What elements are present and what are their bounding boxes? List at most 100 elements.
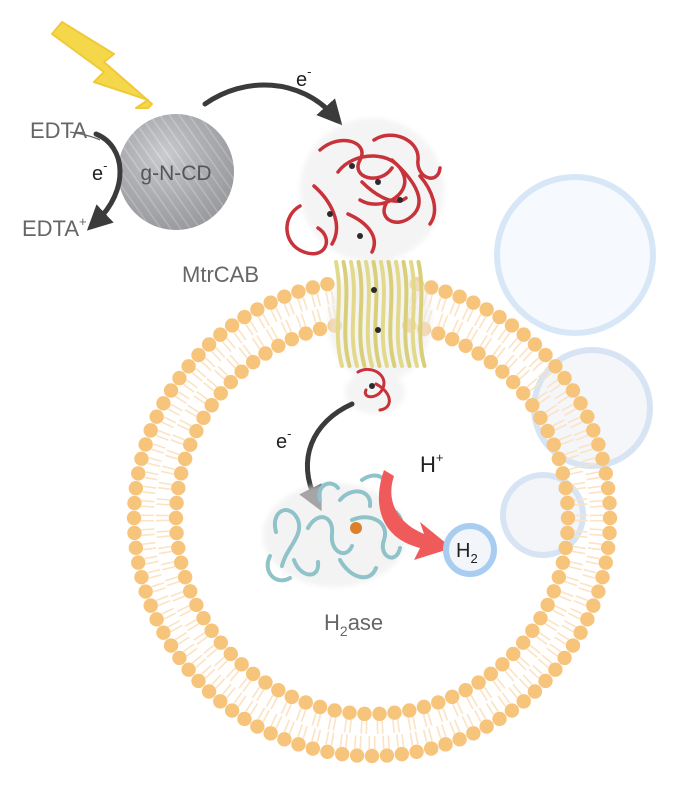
lipid-tail [478, 316, 487, 329]
lipid-tail [196, 390, 208, 400]
lipid-head [320, 277, 335, 292]
lipid-head [327, 703, 342, 718]
lipid-tail [316, 729, 322, 743]
lipid-tail [237, 695, 247, 707]
lipid-tail [211, 350, 222, 362]
lipid-tail [412, 716, 417, 730]
lipid-head [138, 584, 153, 599]
lipid-head [586, 423, 601, 438]
lipid-tail [532, 361, 543, 372]
mtrc-heme-groups [327, 163, 403, 389]
lipid-tail [583, 568, 597, 574]
lipid-tail [175, 395, 187, 405]
lipid-tail [437, 709, 444, 723]
lipid-tail [490, 324, 499, 336]
lipid-tail [537, 658, 549, 668]
lipid-tail [311, 310, 317, 324]
lipid-tail [295, 707, 302, 721]
lipid-head [357, 706, 372, 722]
lipid-head [598, 466, 613, 481]
lipid-head [131, 466, 146, 481]
lipid-tail [449, 721, 456, 735]
electron-label-inner: e- [276, 426, 291, 453]
lipid-tail [257, 316, 266, 329]
lipid-tail [201, 664, 212, 675]
lipid-head [163, 638, 179, 653]
lipid-head [128, 540, 144, 556]
lipid-tail [572, 486, 586, 491]
lipid-tail [148, 573, 162, 579]
barrel-strand [334, 260, 344, 368]
lipid-head [409, 744, 424, 759]
lipid-tail [343, 719, 348, 733]
lipid-tail [427, 728, 433, 742]
lipid-head [431, 326, 446, 341]
lipid-tail [249, 321, 259, 333]
lipid-tail [552, 419, 565, 427]
lipid-tail [195, 658, 207, 668]
lipid-tail [529, 644, 541, 655]
edta-plus-label: EDTA+ [22, 214, 87, 241]
active-site-cluster [350, 522, 362, 534]
lipid-tail [453, 719, 461, 733]
lipid-head [271, 682, 286, 698]
lipid-tail [316, 714, 322, 728]
lipid-tail [575, 434, 589, 441]
lipid-tail [557, 631, 569, 641]
lipid-head [525, 623, 540, 638]
lipid-tail [226, 687, 236, 699]
lipid-tail [270, 309, 278, 323]
lipid-head [349, 748, 365, 763]
lipid-tail [470, 329, 479, 342]
lipid-head [495, 364, 510, 379]
lipid-tail [526, 377, 538, 388]
lipid-head [258, 346, 273, 361]
barrel-strand [356, 260, 367, 368]
barrel-strand [401, 260, 412, 368]
lipid-tail [161, 607, 174, 615]
lipid-head [551, 569, 567, 585]
lipid-head [213, 327, 228, 342]
h2ase-suffix: ase [348, 610, 383, 635]
lipid-head [364, 748, 380, 764]
lipid-tail [492, 680, 502, 692]
lipid-tail [143, 485, 157, 489]
lipid-head [196, 610, 211, 626]
lipid-tail [152, 443, 166, 449]
lipid-head [423, 741, 439, 756]
lipid-head [492, 309, 507, 325]
lipid-tail [229, 354, 240, 366]
lipid-tail [554, 423, 568, 431]
h2-label: H2 [456, 540, 478, 566]
lipid-tail [229, 670, 240, 682]
lipid-tail [349, 719, 352, 733]
lipid-tail [142, 541, 156, 545]
lipid-tail [262, 709, 270, 723]
lipid-tail [422, 729, 428, 743]
lipid-tail [461, 307, 469, 320]
lipid-tail [206, 648, 218, 659]
lipid-tail [574, 530, 588, 533]
lipid-tail [187, 404, 200, 413]
lipid-tail [311, 294, 317, 308]
lipid-head [131, 555, 146, 570]
lipid-tail [170, 438, 184, 446]
lipid-head [600, 540, 616, 556]
proton-base: H [420, 452, 436, 477]
lipid-tail [496, 347, 506, 359]
lipid-tail [151, 448, 165, 454]
lipid-tail [156, 530, 170, 533]
lipid-tail [175, 631, 187, 641]
lipid-tail [165, 454, 178, 460]
lipid-tail [568, 565, 582, 571]
lipid-tail [497, 329, 507, 341]
electron-base-top: e [296, 69, 307, 91]
lipid-tail [233, 692, 243, 704]
lipid-tail [570, 561, 584, 566]
lipid-head [204, 623, 219, 638]
lipid-head [312, 321, 328, 337]
lipid-tail [141, 528, 155, 531]
electron-sup-top: - [307, 64, 311, 79]
lipid-head [284, 331, 300, 347]
lipid-tail [566, 454, 579, 460]
